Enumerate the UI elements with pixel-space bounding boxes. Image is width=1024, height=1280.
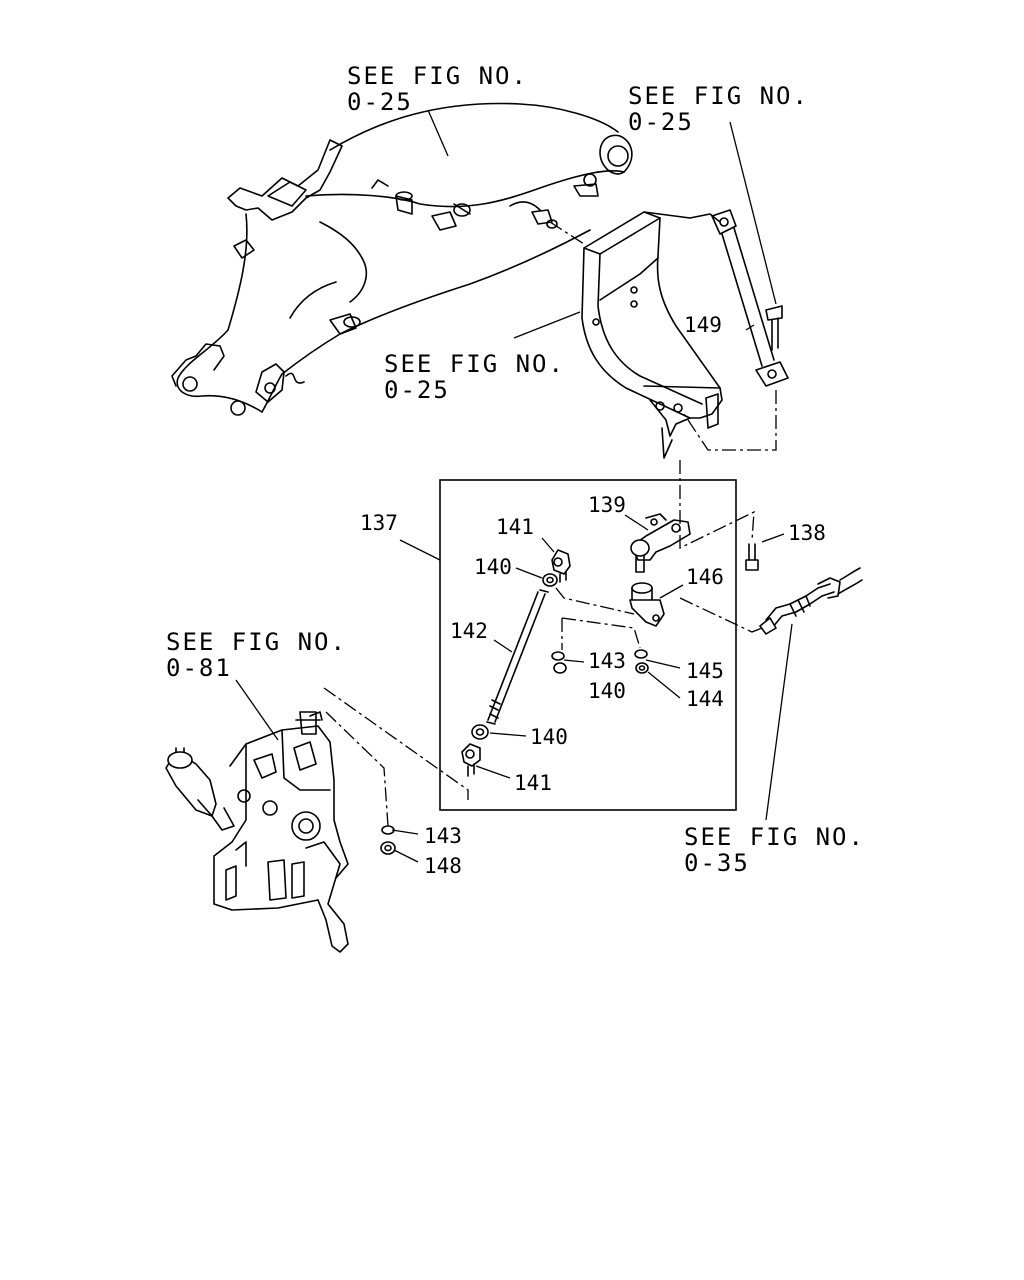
leader-lines [235, 109, 793, 863]
injection-pump [165, 711, 349, 953]
bracket [581, 211, 723, 459]
lever-146 [629, 582, 665, 627]
assembly-lines [323, 221, 777, 827]
rod-142 [486, 589, 549, 725]
part-number-142: 142 [450, 619, 488, 643]
nut-148 [380, 841, 396, 855]
nut-140-top [542, 573, 558, 587]
svg-text:SEE FIG NO.: SEE FIG NO. [166, 628, 347, 656]
intake-manifold [171, 102, 633, 416]
bolt-138 [745, 543, 759, 571]
svg-text:SEE FIG NO.: SEE FIG NO. [684, 823, 865, 851]
ref-pump: SEE FIG NO. 0-81 [166, 628, 347, 682]
washer-143-inner [551, 651, 565, 661]
part-number-145: 145 [686, 659, 724, 683]
part-number-141: 141 [514, 771, 552, 795]
ball-joint-141-top [551, 549, 571, 583]
accelerator-cable [759, 567, 863, 635]
part-number-140: 140 [474, 555, 512, 579]
part-number-149: 149 [684, 313, 722, 337]
svg-text:0-25: 0-25 [628, 108, 694, 136]
ref-top-left: SEE FIG NO. 0-25 [347, 62, 528, 116]
ball-joint-141-lower [461, 743, 481, 777]
part-number-144: 144 [686, 687, 724, 711]
svg-text:SEE FIG NO.: SEE FIG NO. [628, 82, 809, 110]
svg-text:0-35: 0-35 [684, 849, 750, 877]
part-number-140: 140 [588, 679, 626, 703]
nut-140-inner [553, 662, 567, 674]
part-number-137: 137 [360, 511, 398, 535]
part-number-143: 143 [588, 649, 626, 673]
ref-top-right: SEE FIG NO. 0-25 [628, 82, 809, 136]
part-number-141: 141 [496, 515, 534, 539]
ref-mid: SEE FIG NO. 0-25 [384, 350, 565, 404]
part-number-148: 148 [424, 854, 462, 878]
part-number-146: 146 [686, 565, 724, 589]
assembly-box-137 [439, 479, 737, 811]
svg-text:0-25: 0-25 [347, 88, 413, 116]
svg-text:SEE FIG NO.: SEE FIG NO. [347, 62, 528, 90]
svg-text:0-25: 0-25 [384, 376, 450, 404]
stay-149 [711, 209, 789, 387]
nut-144 [635, 662, 649, 674]
part-number-140: 140 [530, 725, 568, 749]
washer-145 [634, 649, 648, 659]
nut-140-lower [471, 724, 489, 740]
part-number-143: 143 [424, 824, 462, 848]
svg-text:0-81: 0-81 [166, 654, 232, 682]
part-number-138: 138 [788, 521, 826, 545]
ref-cable: SEE FIG NO. 0-35 [684, 823, 865, 877]
svg-text:SEE FIG NO.: SEE FIG NO. [384, 350, 565, 378]
part-number-139: 139 [588, 493, 626, 517]
lever-139 [630, 513, 691, 573]
